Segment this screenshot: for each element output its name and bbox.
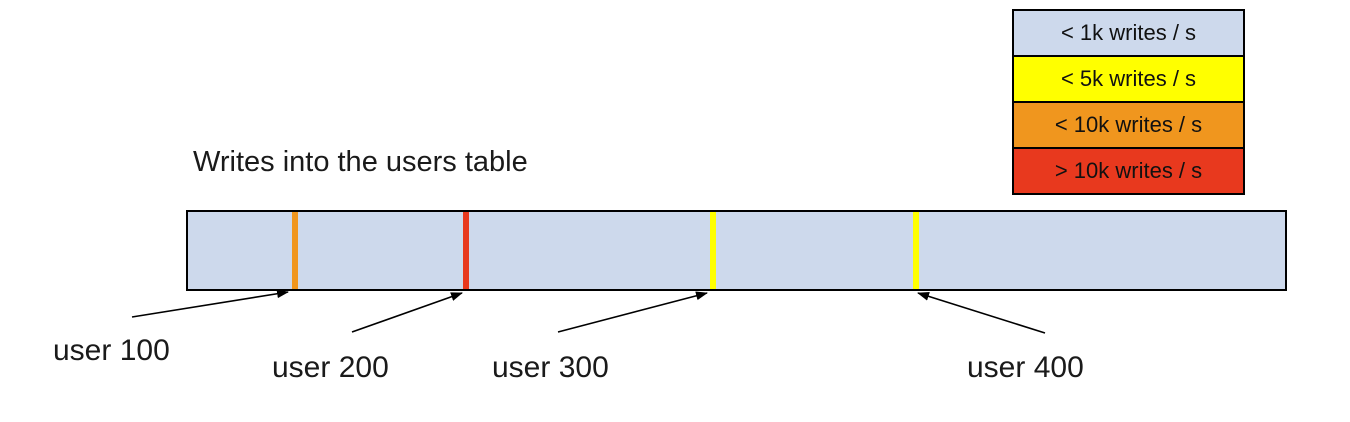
arrow-user-300 [557,291,708,333]
legend-item-lt-5k: < 5k writes / s [1014,57,1243,103]
legend-item-lt-10k: < 10k writes / s [1014,103,1243,149]
hot-stripe-user-400 [913,212,919,289]
legend: < 1k writes / s < 5k writes / s < 10k wr… [1012,9,1245,195]
legend-item-lt-10k-label: < 10k writes / s [1054,112,1203,137]
diagram-title: Writes into the users table [193,146,528,178]
legend-item-lt-1k-label: < 1k writes / s [1060,20,1197,45]
label-user-300: user 300 [492,351,609,384]
legend-item-lt-5k-label: < 5k writes / s [1060,66,1197,91]
hot-stripe-user-300 [710,212,716,289]
legend-item-gt-10k: > 10k writes / s [1014,149,1243,193]
legend-item-gt-10k-label: > 10k writes / s [1054,158,1203,183]
arrow-user-400 [917,292,1046,334]
hot-stripe-user-100 [292,212,298,289]
label-user-100: user 100 [53,334,170,367]
arrow-user-200 [351,292,463,333]
arrow-user-100 [131,289,289,318]
hot-stripe-user-200 [463,212,469,289]
label-user-200: user 200 [272,351,389,384]
label-user-400: user 400 [967,351,1084,384]
users-table-bar [186,210,1287,291]
legend-item-lt-1k: < 1k writes / s [1014,11,1243,57]
